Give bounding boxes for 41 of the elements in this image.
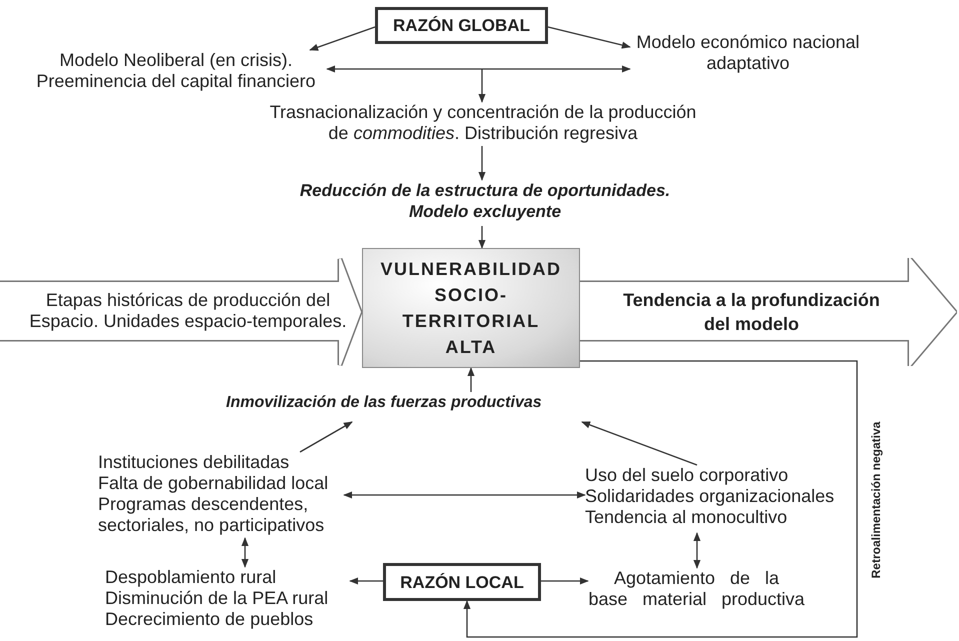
text-label: Reducción de la estructura de oportunidades. Modelo excluyente [298,180,672,222]
text-label: Solidaridades organizacionales [585,486,836,507]
text-label: Trasnacionalización y concentración de la producción de commodities. Distribución regresiva [268,102,698,144]
text-label: Modelo Neoliberal (en crisis). Preeminencia del capital financiero [35,50,317,92]
block-arrow [580,258,957,366]
arrow-label: Etapas históricas de producción del Espacio. Unidades espacio-temporales. [28,290,348,332]
arrow [463,360,858,638]
title-box [383,563,541,601]
arrow [349,577,383,585]
text-label: Uso del suelo corporativo [585,465,790,486]
arrow [548,26,631,49]
arrow [326,65,631,73]
arrow [478,226,486,249]
box-label: RAZÓN GLOBAL [393,15,530,36]
text-label: Modelo económico nacional adaptativo [635,32,861,74]
edge-label: Retroalimentación negativa [869,422,883,578]
arrow [241,537,249,568]
arrow [467,367,475,392]
box-label: VULNERABILIDAD SOCIO- TERRITORIAL ALTA [380,258,562,359]
arrow [541,577,589,585]
arrow [309,26,376,51]
text-label: Decrecimiento de pueblos [105,609,314,630]
text-label: Falta de gobernabilidad local [98,473,330,494]
arrow [693,532,701,569]
arrow [478,146,486,181]
arrow [343,491,586,499]
text-label: Agotamiento de la base material productiva [588,568,805,610]
arrow [581,421,698,466]
box-label: RAZÓN LOCAL [400,572,524,592]
arrow [478,69,486,103]
text-label: Tendencia al monocultivo [585,507,788,528]
arrow [300,421,353,453]
text-label: Instituciones debilitadas [98,452,290,473]
arrow-label: Tendencia a la profundización del modelo [622,289,881,336]
text-label: Programas descendentes, sectoriales, no participativos [98,494,326,536]
text-label: Disminución de la PEA rural [105,588,330,609]
block-arrow [0,258,362,366]
text-label: Despoblamiento rural [105,567,278,588]
text-label: Inmovilización de las fuerzas productivas [225,393,543,413]
title-box [375,7,548,44]
central-box [362,248,580,368]
